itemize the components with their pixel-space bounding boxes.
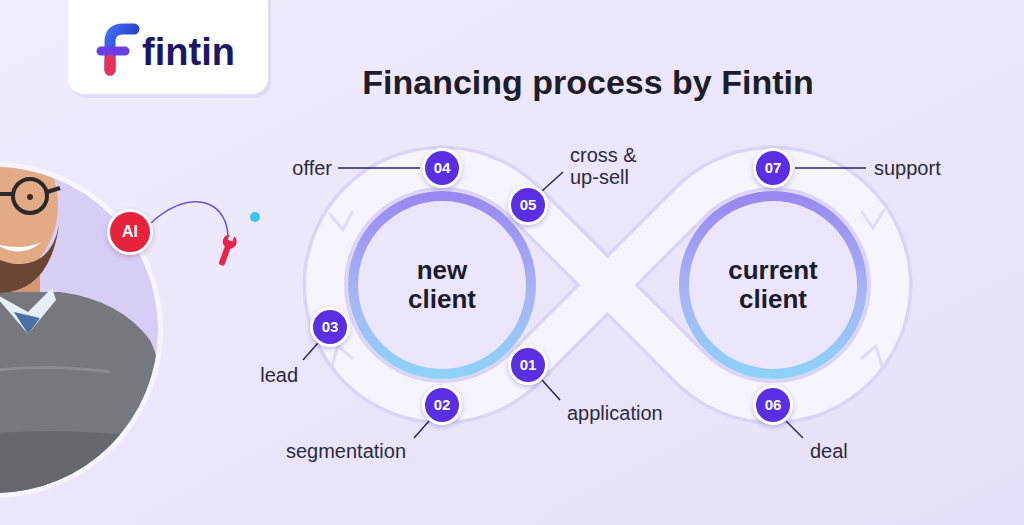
ring-outline [684, 196, 862, 374]
accent-dot [250, 212, 260, 222]
band-chevron [862, 346, 882, 366]
step-number: 04 [422, 148, 462, 188]
leader-line [414, 421, 429, 438]
ai-curve [150, 202, 228, 236]
client-circle: new client [346, 189, 538, 381]
node-text: 02 [434, 396, 451, 414]
step-number: 03 [310, 307, 350, 347]
node-text: current client [716, 256, 831, 314]
leader-line [542, 172, 563, 191]
band-chevron [332, 346, 352, 366]
step-number: 02 [422, 385, 462, 425]
leader-lines [303, 168, 866, 438]
logo-icon [101, 47, 125, 56]
sweater [0, 292, 172, 525]
node-text: AI [122, 223, 138, 241]
node-text: 01 [520, 356, 537, 374]
infinity-band-edge [325, 168, 890, 402]
node-text: 04 [434, 159, 451, 177]
shirt-collar [0, 288, 56, 334]
ai-badge: AI [107, 209, 153, 255]
glasses [0, 188, 60, 194]
sweater-fold [0, 368, 110, 381]
node-text: 05 [520, 196, 537, 214]
smile [0, 242, 42, 252]
logo-card [68, 0, 268, 94]
leader-line [795, 167, 866, 169]
logo-wordmark: fintin [140, 28, 237, 76]
logo-icon [105, 60, 116, 70]
leader-line [303, 343, 318, 360]
leader-line [786, 421, 803, 438]
eye [27, 194, 33, 200]
step-number: 07 [753, 148, 793, 188]
node-text: new client [385, 256, 500, 314]
node-text: fintin [142, 30, 235, 74]
leader-line [542, 380, 560, 400]
client-circle: current client [677, 189, 869, 381]
ring-outline [353, 196, 531, 374]
node-text: 06 [765, 396, 782, 414]
wrench-icon [228, 232, 235, 241]
wrench-icon [221, 233, 239, 251]
step-label: application [567, 402, 663, 424]
step-label: segmentation [286, 440, 406, 462]
step-label: lead [260, 364, 298, 386]
step-number: 06 [753, 385, 793, 425]
node-text: 03 [322, 318, 339, 336]
step-label: cross & up-sell [570, 144, 670, 188]
step-number: 01 [508, 345, 548, 385]
leader-line [338, 167, 420, 169]
crossed-arms [0, 431, 162, 512]
infinity-band [325, 168, 890, 402]
portrait [0, 117, 172, 525]
beard [0, 215, 59, 293]
band-chevron [330, 212, 352, 230]
wrench-icon [215, 231, 240, 268]
glasses [13, 179, 47, 213]
step-number: 05 [508, 185, 548, 225]
node-text: 07 [765, 159, 782, 177]
step-label: support [874, 157, 941, 179]
step-label: deal [810, 440, 848, 462]
band-chevron [862, 210, 884, 228]
diagram-title: Financing process by Fintin [362, 62, 814, 102]
step-label: offer [292, 157, 332, 179]
shirt [14, 312, 40, 334]
